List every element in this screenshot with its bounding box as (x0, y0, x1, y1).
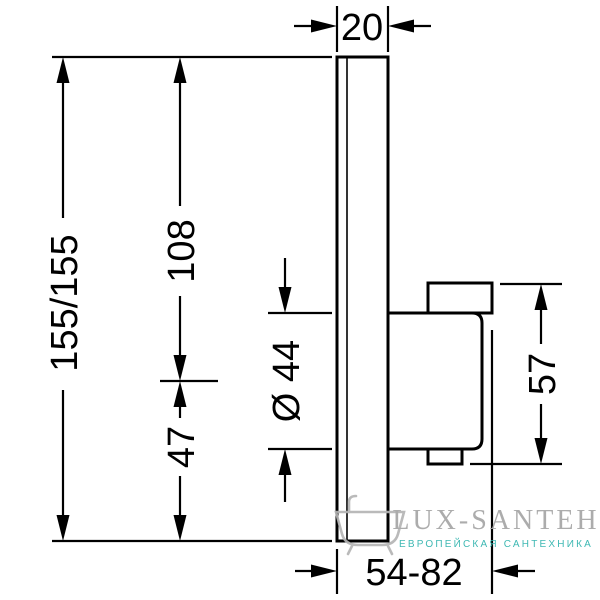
dim-center-to-bottom: 47 (161, 381, 203, 541)
dim-57-label: 57 (522, 353, 564, 395)
dim-overall-height: 155/155 (44, 55, 332, 543)
arrowhead-right-icon (311, 19, 337, 33)
bottom-tab (426, 447, 464, 466)
dim-handle-height: 57 (470, 282, 564, 466)
dim-top-width: 20 (294, 6, 431, 52)
dim-overall-height-label: 155/155 (44, 234, 86, 371)
arrowhead-down-icon (278, 287, 292, 313)
arrowhead-down-icon (534, 438, 548, 464)
watermark: LUX-SANTEH ЕВРОПЕЙСКАЯ САНТЕХНИКА (334, 494, 599, 556)
handle-top-block (426, 281, 494, 315)
arrowhead-up-icon (56, 57, 70, 83)
fixture-side-view (335, 55, 494, 543)
arrowhead-left-icon (388, 19, 414, 33)
dim-47-label: 47 (161, 426, 203, 468)
valve-body (386, 311, 484, 451)
dim-108-label: 108 (161, 219, 203, 282)
arrowhead-down-icon (173, 515, 187, 541)
dim-diameter-label: Ø 44 (266, 340, 308, 422)
dim-top-width-label: 20 (341, 7, 383, 49)
arrowhead-down-icon (56, 515, 70, 541)
arrowhead-down-icon (173, 355, 187, 381)
escutcheon-plate (335, 55, 390, 543)
dim-top-to-center: 108 (160, 57, 218, 383)
watermark-brand-text: LUX-SANTEH (392, 505, 599, 536)
dim-install-depth: 54-82 (295, 330, 535, 594)
dim-handle-diameter: Ø 44 (266, 258, 332, 502)
arrowhead-up-icon (173, 381, 187, 407)
watermark-tagline-text: ЕВРОПЕЙСКАЯ САНТЕХНИКА (399, 537, 593, 550)
arrowhead-left-icon (492, 564, 518, 578)
arrowhead-right-icon (311, 564, 337, 578)
arrowhead-up-icon (173, 57, 187, 83)
arrowhead-up-icon (278, 449, 292, 475)
dim-depth-label: 54-82 (365, 552, 462, 594)
bathtub-icon (334, 494, 406, 556)
arrowhead-up-icon (534, 284, 548, 310)
